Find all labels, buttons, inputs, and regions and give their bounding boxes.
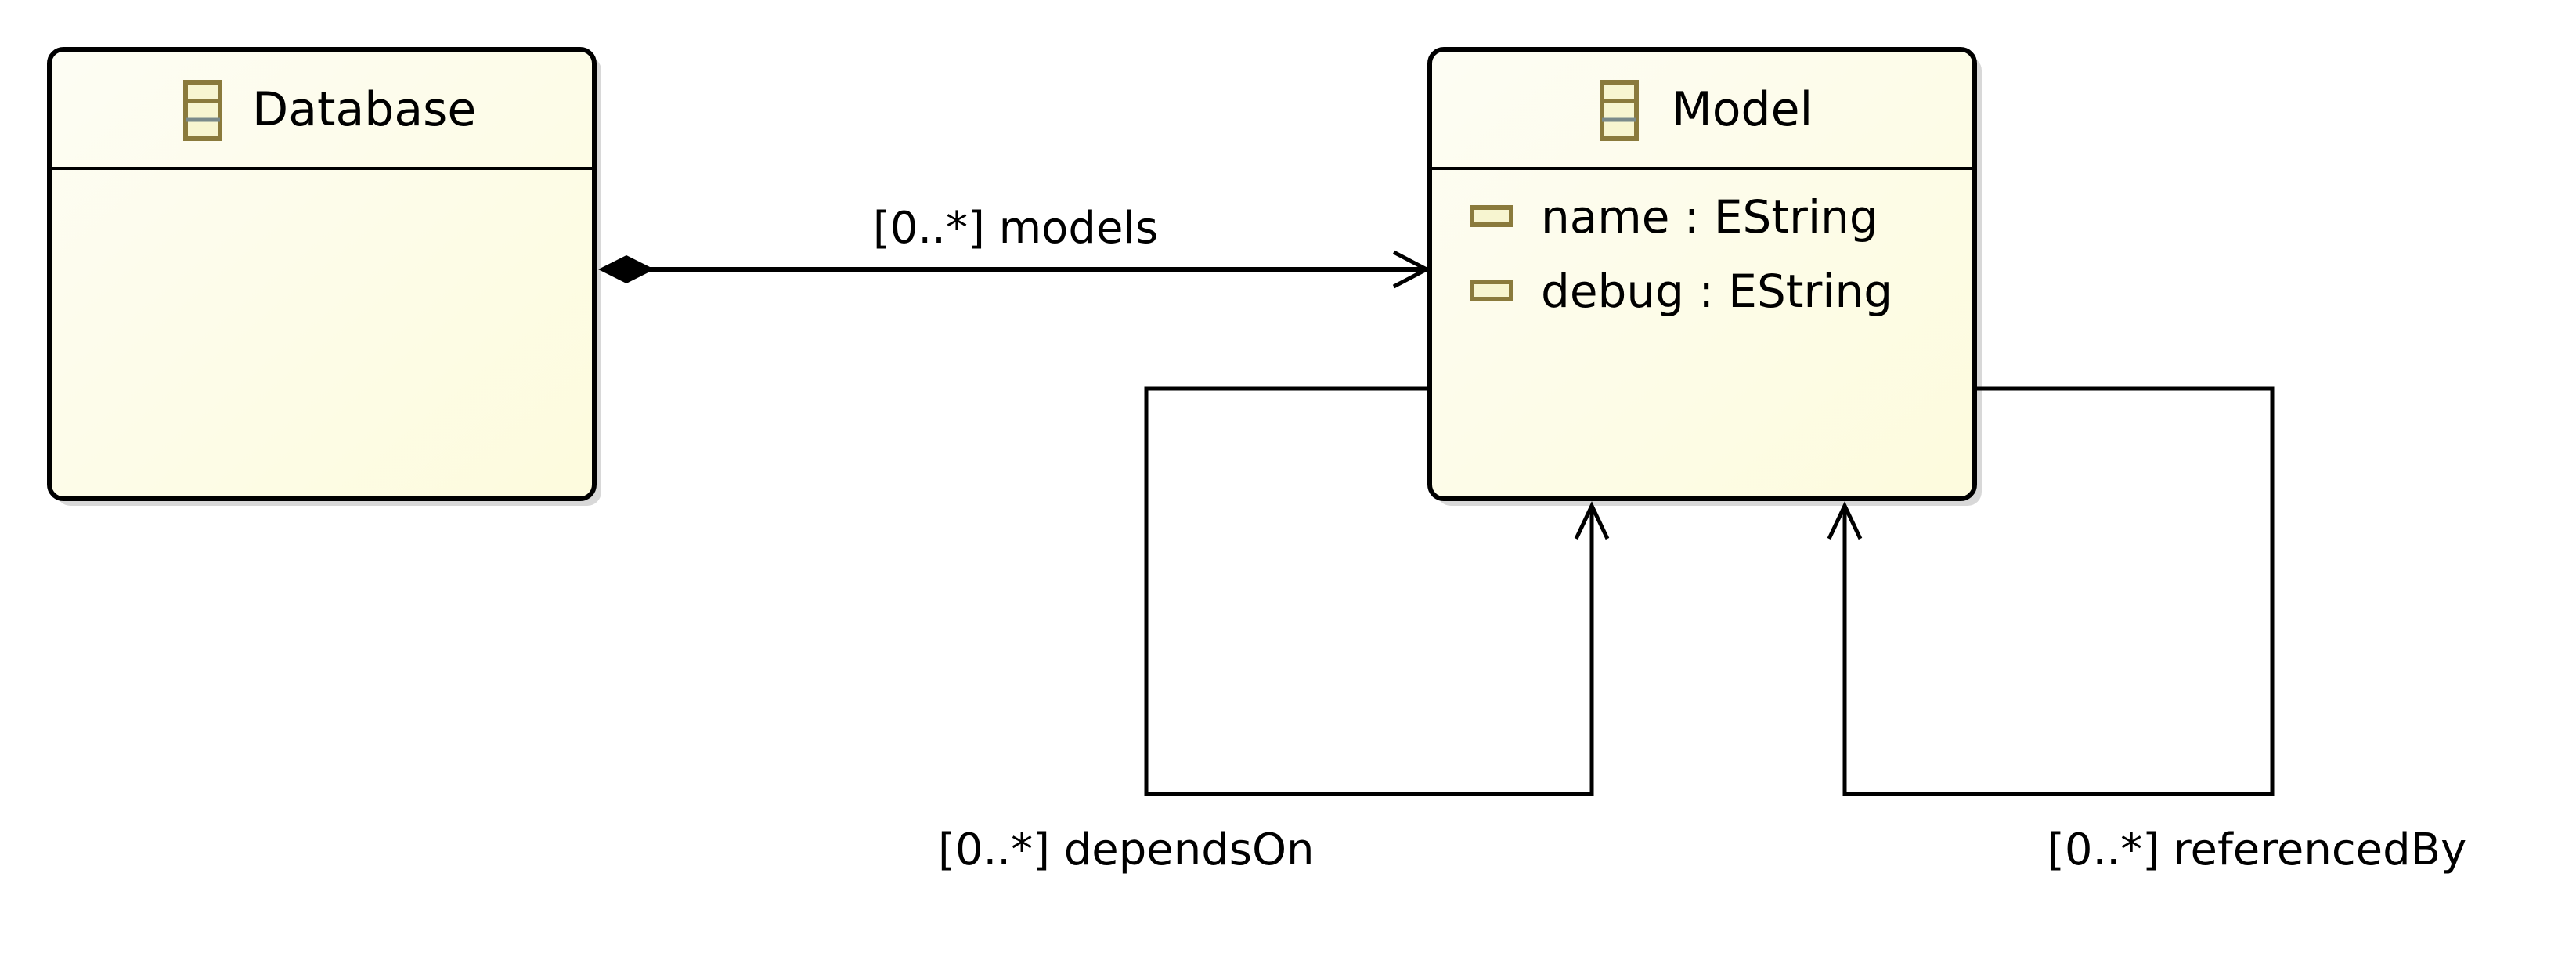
composition-diamond-icon: [598, 255, 655, 283]
eattribute-icon: [1472, 282, 1511, 299]
eclass-icon: [1602, 82, 1636, 139]
reference-label: [0..*] referencedBy: [2047, 825, 2466, 875]
class-model[interactable]: Model name : EString debug : EString: [1427, 47, 1982, 506]
eattribute-icon: [1472, 208, 1511, 225]
eclass-icon: [186, 82, 220, 139]
reference-label: [0..*] models: [873, 203, 1158, 254]
reference-label: [0..*] dependsOn: [938, 825, 1315, 875]
class-database[interactable]: Database: [47, 47, 601, 506]
class-name: Model: [1672, 82, 1813, 137]
attribute-label: name : EString: [1541, 190, 1878, 244]
arrow-head-icon: [1392, 250, 1431, 289]
reference-referencedBy[interactable]: [0..*] referencedBy: [1827, 386, 2466, 875]
arrow-head-icon: [1574, 501, 1610, 540]
attribute-debug[interactable]: debug : EString: [1472, 265, 1892, 318]
reference-dependsOn[interactable]: [0..*] dependsOn: [938, 386, 1610, 875]
attribute-name[interactable]: name : EString: [1472, 190, 1878, 244]
arrow-head-icon: [1827, 501, 1863, 540]
class-name: Database: [252, 82, 476, 137]
reference-models[interactable]: [0..*] models: [598, 203, 1431, 289]
attribute-label: debug : EString: [1541, 265, 1892, 318]
